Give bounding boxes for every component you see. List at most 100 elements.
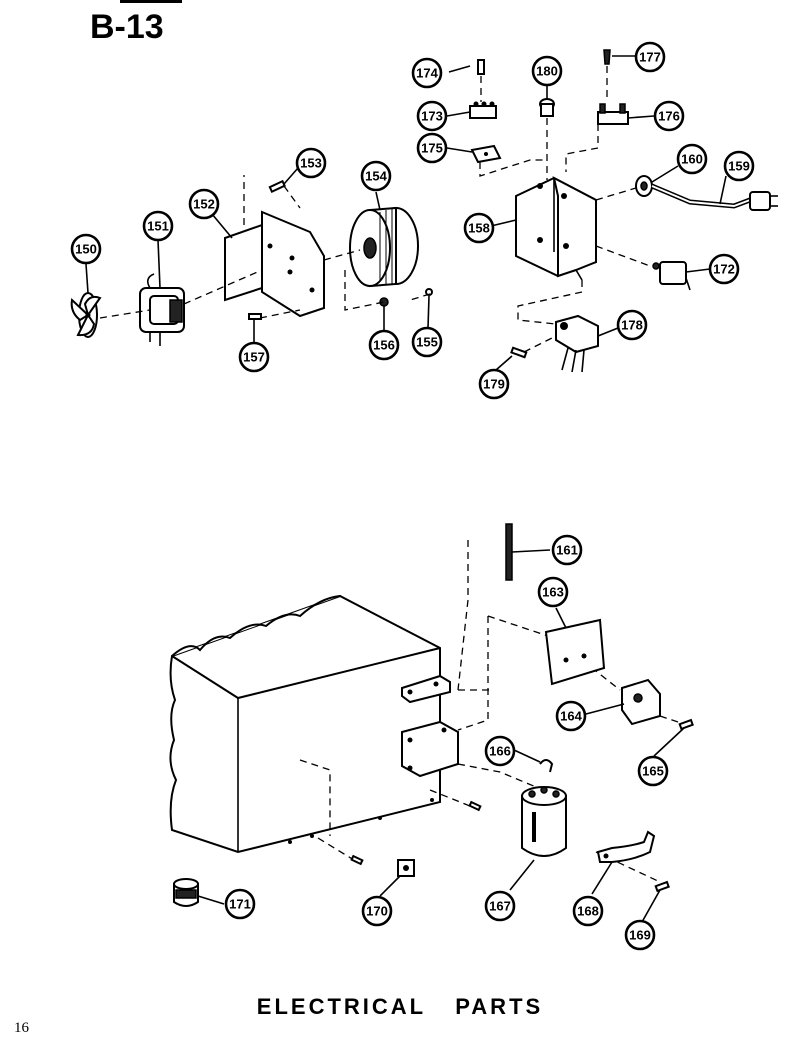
- svg-text:168: 168: [577, 904, 599, 919]
- svg-text:172: 172: [713, 262, 735, 277]
- svg-text:175: 175: [421, 141, 443, 156]
- alignment-lines-relay: [487, 615, 685, 725]
- callout-163: 163: [537, 576, 569, 608]
- svg-text:166: 166: [489, 744, 511, 759]
- svg-text:177: 177: [639, 50, 661, 65]
- callout-168: 168: [572, 895, 604, 927]
- callout-158: 158: [463, 212, 495, 244]
- svg-text:180: 180: [536, 64, 558, 79]
- terminal-board-178-part: [517, 280, 599, 373]
- callout-152: 152: [188, 188, 220, 220]
- svg-text:174: 174: [416, 66, 438, 81]
- alignment-lines-brackets: [457, 540, 490, 731]
- cover-plate-163-part: [544, 618, 606, 686]
- callout-174: 174: [411, 57, 443, 89]
- svg-text:156: 156: [373, 338, 395, 353]
- callout-178: 178: [616, 309, 648, 341]
- page-number: 16: [14, 1020, 29, 1036]
- screw-174-part: [477, 59, 485, 102]
- alignment-lines-blower: [344, 270, 431, 311]
- callout-176: 176: [653, 100, 685, 132]
- svg-text:151: 151: [147, 219, 169, 234]
- svg-text:157: 157: [243, 350, 265, 365]
- screw-157-part: [248, 313, 262, 320]
- callout-167: 167: [484, 890, 516, 922]
- power-cord-part: [651, 183, 778, 211]
- screw-bracket-part: [468, 800, 482, 812]
- svg-text:153: 153: [300, 156, 322, 171]
- callout-180: 180: [531, 55, 563, 87]
- cabinet-bracket-upper: [401, 674, 451, 704]
- callout-164: 164: [555, 700, 587, 732]
- capacitor-strap-part: [596, 830, 656, 863]
- leader-lines: [85, 55, 727, 923]
- mounting-plate-part: [261, 210, 325, 318]
- page-code: B-13: [90, 8, 164, 46]
- relay-164-part: [621, 678, 661, 726]
- alignment-lines-capacitor: [317, 763, 661, 883]
- callout-169: 169: [624, 919, 656, 951]
- svg-text:176: 176: [658, 109, 680, 124]
- callout-171: 171: [224, 888, 256, 920]
- callout-151: 151: [142, 210, 174, 242]
- diagram-caption: ELECTRICAL PARTS: [0, 994, 800, 1020]
- screw-179-part: [510, 335, 557, 359]
- callout-156: 156: [368, 329, 400, 361]
- control-box-part: [515, 176, 597, 281]
- knob-part: [539, 98, 555, 180]
- callout-172: 172: [708, 253, 740, 285]
- callout-160: 160: [676, 143, 708, 175]
- callout-177: 177: [634, 41, 666, 73]
- svg-text:163: 163: [542, 585, 564, 600]
- screw-169-part: [654, 880, 670, 893]
- callout-153: 153: [295, 147, 327, 179]
- svg-text:160: 160: [681, 152, 703, 167]
- svg-text:158: 158: [468, 221, 490, 236]
- callout-170: 170: [361, 895, 393, 927]
- svg-text:173: 173: [421, 109, 443, 124]
- fan-motor-part: [139, 273, 185, 346]
- svg-text:152: 152: [193, 197, 215, 212]
- relay-172-part: [595, 245, 691, 291]
- callout-175: 175: [416, 132, 448, 164]
- clamp-170-part: [397, 859, 415, 877]
- screw-165-part: [678, 718, 694, 731]
- callout-150: 150: [70, 233, 102, 265]
- compound-can-171-part: [173, 878, 199, 907]
- svg-text:178: 178: [621, 318, 643, 333]
- svg-text:169: 169: [629, 928, 651, 943]
- svg-text:161: 161: [556, 543, 578, 558]
- svg-text:150: 150: [75, 242, 97, 257]
- svg-text:164: 164: [560, 709, 582, 724]
- caption-word-2: PARTS: [455, 994, 544, 1019]
- callout-155: 155: [411, 326, 443, 358]
- grommet-part: [595, 175, 653, 201]
- svg-text:154: 154: [365, 169, 387, 184]
- alignment-lines-fan: [99, 249, 361, 319]
- callout-159: 159: [723, 150, 755, 182]
- nut-155-part: [425, 288, 433, 296]
- callout-154: 154: [360, 160, 392, 192]
- callout-157: 157: [238, 341, 270, 373]
- svg-text:179: 179: [483, 377, 505, 392]
- svg-text:171: 171: [229, 897, 251, 912]
- screw-cabinet-part: [350, 854, 364, 866]
- capacitor-167-part: [521, 786, 567, 857]
- svg-text:167: 167: [489, 899, 511, 914]
- cabinet-bracket-lower: [401, 720, 459, 778]
- callout-161: 161: [551, 534, 583, 566]
- svg-text:165: 165: [642, 764, 664, 779]
- screw-153-part: [268, 179, 286, 194]
- blower-wheel-part: [349, 206, 419, 288]
- top-rule: [120, 0, 182, 3]
- clip-166-part: [539, 759, 554, 773]
- svg-text:170: 170: [366, 904, 388, 919]
- alignment-lines-screws: [259, 185, 301, 319]
- switch-176-part: [565, 103, 629, 172]
- callout-179: 179: [478, 368, 510, 400]
- caption-word-1: ELECTRICAL: [256, 994, 427, 1019]
- callout-166: 166: [484, 735, 516, 767]
- svg-text:159: 159: [728, 159, 750, 174]
